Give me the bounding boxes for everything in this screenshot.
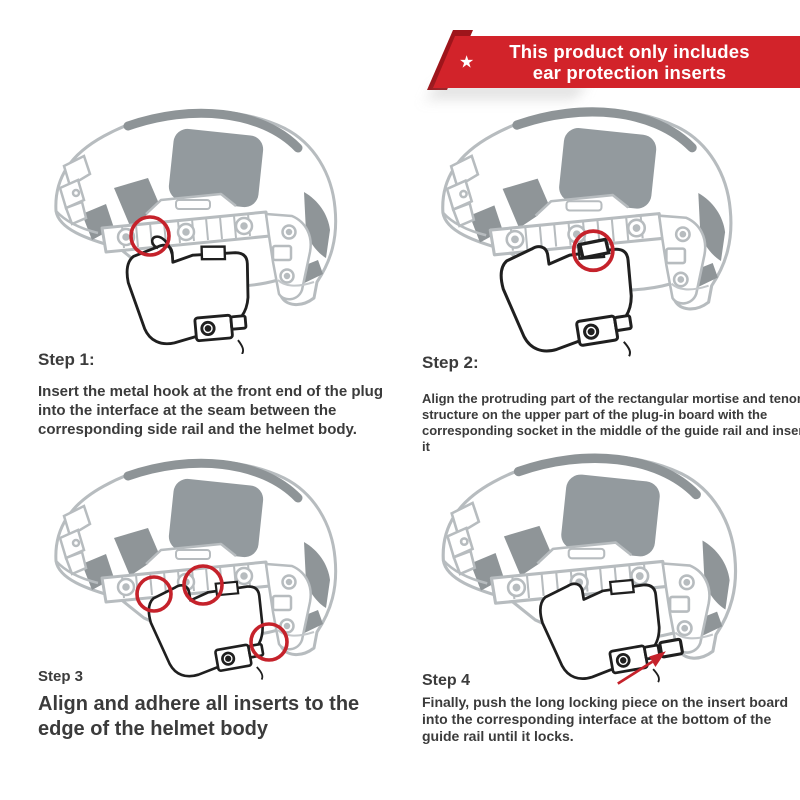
step4-text: Step 4 Finally, push the long locking pi…: [422, 672, 800, 745]
step2-description: Align the protruding part of the rectang…: [422, 391, 800, 454]
step1-illustration: [26, 96, 361, 354]
highlight-circle-middle: [182, 564, 224, 606]
banner-line1: This product only includes: [509, 41, 750, 62]
step2-text: Step 2: Align the protruding part of the…: [422, 353, 800, 455]
step1-description: Insert the metal hook at the front end o…: [38, 383, 384, 438]
ear-insert-drawing: [145, 577, 269, 681]
star-icon: ★: [459, 52, 475, 72]
step2-heading: Step 2:: [422, 353, 479, 372]
step1-heading: Step 1:: [38, 350, 95, 369]
step3-heading: Step 3: [38, 668, 84, 685]
step2-illustration: [412, 94, 757, 358]
highlight-circle-front: [135, 575, 173, 613]
highlight-circle-hook: [129, 215, 171, 257]
highlight-arrow-head: [649, 651, 666, 667]
highlight-circle-lock: [249, 622, 289, 662]
locking-piece: [658, 637, 684, 659]
banner-text: This product only includes ear protectio…: [433, 41, 800, 83]
ear-insert-drawing: [495, 236, 640, 358]
product-note-banner: ★ This product only includes ear protect…: [433, 36, 800, 88]
highlight-arrow-tail: [617, 660, 654, 685]
step3-text: Step 3 Align and adhere all inserts to t…: [38, 668, 390, 742]
highlight-circle-tenon: [571, 229, 615, 273]
step4-heading: Step 4: [422, 672, 471, 689]
step4-illustration: [412, 440, 762, 685]
banner-line2: ear protection inserts: [532, 62, 727, 83]
tenon-tab: [577, 237, 611, 260]
step3-illustration: [26, 446, 361, 681]
step4-description: Finally, push the long locking piece on …: [422, 694, 789, 744]
step1-text: Step 1: Insert the metal hook at the fro…: [38, 350, 388, 439]
step3-description: Align and adhere all inserts to the edge…: [38, 693, 360, 740]
